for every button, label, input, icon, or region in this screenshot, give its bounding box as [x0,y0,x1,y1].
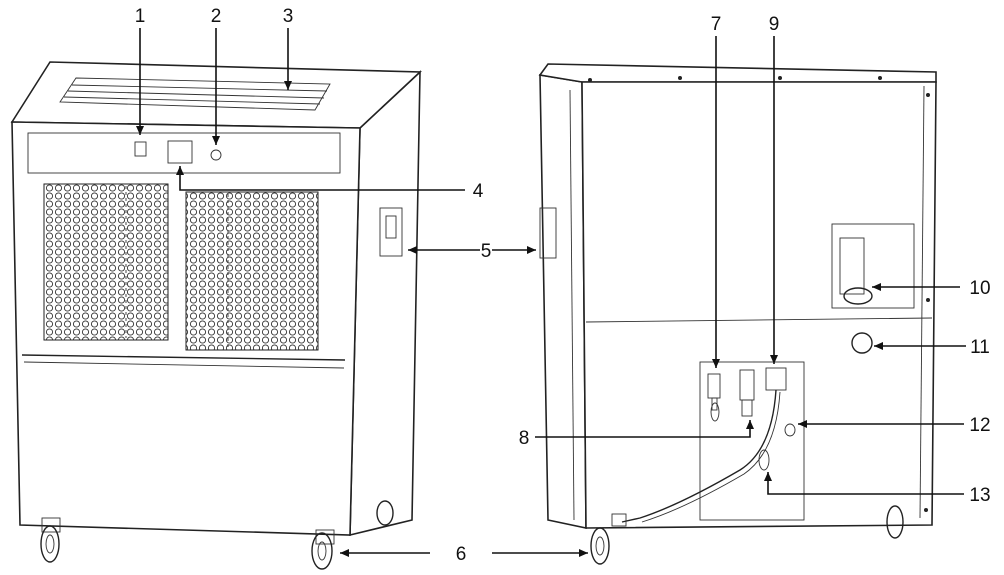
rear-caster-right [886,505,904,539]
front-side-panel [349,70,421,537]
callout-11: 11 [970,337,990,358]
rear-face [581,81,937,529]
valve-12 [784,423,796,437]
top-vent-grille [59,77,331,111]
filter-access-panel [831,223,915,309]
round-port [851,332,873,354]
coupling-7 [707,373,721,422]
rear-side-handle [539,207,557,259]
rear-top-panel [538,63,937,83]
callout-10: 10 [969,278,990,299]
right-air-grille [185,191,319,351]
callout-8: 8 [519,428,530,449]
display-controller [167,140,193,164]
control-knob [210,149,222,161]
callout-5: 5 [481,241,492,262]
callout-6: 6 [456,544,467,565]
callout-9: 9 [769,14,780,35]
drain-cap [843,287,873,305]
callout-2: 2 [211,6,222,27]
callout-12: 12 [969,415,990,436]
callout-1: 1 [135,6,146,27]
control-panel-strip [27,132,341,174]
rear-side-panel [539,74,587,529]
coupling-8 [739,369,755,417]
front-view [10,61,422,570]
callout-7: 7 [711,14,722,35]
coupling-9 [611,367,787,527]
rear-view [538,63,937,565]
power-switch [134,141,147,157]
callout-pointers [136,28,966,557]
callout-13: 13 [969,485,990,506]
service-panel [699,361,805,521]
front-caster-right [311,529,335,570]
left-air-grille [43,183,169,341]
callout-3: 3 [283,6,294,27]
front-caster-left [40,517,61,563]
callout-labels: 1 2 3 4 5 6 7 8 9 10 11 12 13 [135,6,991,565]
valve-13 [758,449,770,471]
front-side-handle [379,207,403,257]
callout-4: 4 [473,181,484,202]
rear-screws [588,76,930,512]
front-caster-rear [376,500,394,526]
rear-caster-left [590,527,610,565]
